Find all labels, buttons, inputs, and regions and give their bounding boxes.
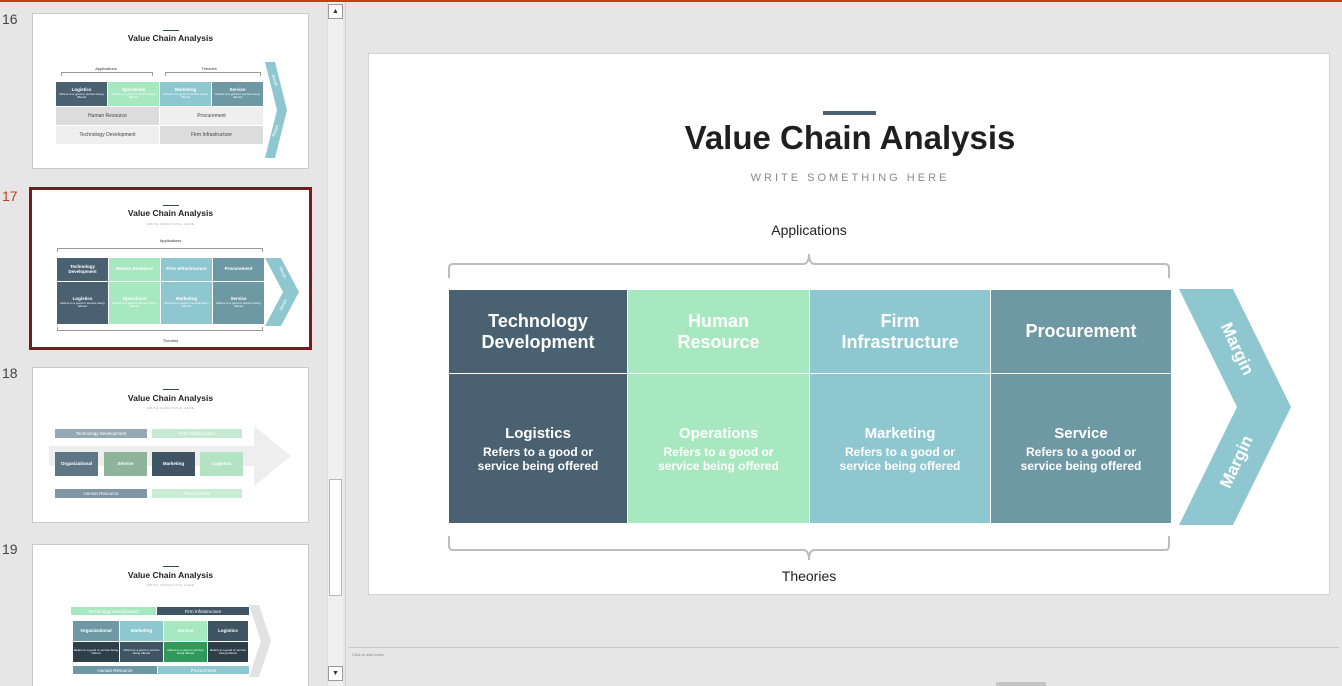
- thumb-cell: Refers to a good or service being offere…: [120, 642, 163, 662]
- cell-human-resource[interactable]: Human Resource: [628, 290, 809, 373]
- slide-thumbnail-19[interactable]: Value Chain Analysis WRITE SOMETHING HER…: [32, 544, 309, 686]
- slide-thumbnail-16[interactable]: Value Chain Analysis Applications Theori…: [32, 13, 309, 169]
- thumb-row: Procurement: [158, 666, 249, 674]
- thumb-margin-chevron: [249, 605, 271, 677]
- thumb-margin-chevron: [265, 62, 287, 158]
- thumb-cell: Organizational: [55, 452, 98, 476]
- thumb-cell: Refers to a good or service being offere…: [73, 642, 119, 662]
- scroll-up-button[interactable]: ▲: [328, 4, 343, 19]
- thumb-brace: [57, 248, 263, 252]
- margin-chevron[interactable]: [1177, 289, 1293, 525]
- title-bar-accent: [0, 0, 1342, 2]
- thumb-title-accent: [162, 205, 179, 206]
- slide-thumbnail-17[interactable]: Value Chain Analysis WRITE SOMETHING HER…: [29, 187, 312, 350]
- thumb-title: Value Chain Analysis: [127, 33, 214, 43]
- slide-canvas[interactable]: Value Chain Analysis WRITE SOMETHING HER…: [368, 53, 1330, 595]
- bottom-brace: [448, 536, 1170, 561]
- thumb-applications-label: Applications: [159, 238, 182, 243]
- slide-thumbnail-18[interactable]: Value Chain Analysis WRITE SOMETHING HER…: [32, 367, 309, 523]
- thumb-row: Firm Infrastructure: [152, 429, 242, 438]
- scroll-down-button[interactable]: ▼: [328, 666, 343, 681]
- slide-thumbnail-pane[interactable]: 16 Value Chain Analysis Applications The…: [0, 2, 345, 686]
- thumb-brace: [165, 72, 261, 76]
- slide-number: 19: [2, 541, 18, 557]
- thumb-title: Value Chain Analysis: [127, 570, 214, 580]
- applications-label[interactable]: Applications: [771, 222, 847, 238]
- thumb-theories-label: Theories: [162, 338, 179, 343]
- thumb-row: Firm Infrastructure: [157, 607, 249, 615]
- slide-editor-pane[interactable]: Value Chain Analysis WRITE SOMETHING HER…: [345, 2, 1342, 686]
- value-chain-grid: Technology Development Human Resource Fi…: [449, 290, 1171, 523]
- thumb-subtitle: WRITE SOMETHING HERE: [146, 222, 195, 226]
- cell-operations[interactable]: Operations Refers to a good or service b…: [628, 374, 809, 523]
- cell-logistics[interactable]: Logistics Refers to a good or service be…: [449, 374, 627, 523]
- thumb-cell: Refers to a good or service being offere…: [208, 642, 248, 662]
- thumbnail-scrollbar[interactable]: ▲ ▼: [327, 2, 343, 686]
- thumb-subtitle: WRITE SOMETHING HERE: [146, 583, 195, 587]
- notes-placeholder[interactable]: Click to add notes: [352, 652, 384, 657]
- thumb-cell: Procurement: [213, 258, 264, 281]
- cell-marketing[interactable]: Marketing Refers to a good or service be…: [810, 374, 990, 523]
- thumb-row: Technology Development: [71, 607, 156, 615]
- thumb-row: Firm Infrastructure: [160, 126, 263, 144]
- thumb-cell: Refers to a good or service being offere…: [164, 642, 207, 662]
- thumb-row: Human Resource: [56, 107, 159, 125]
- thumb-cell: Marketing: [120, 621, 163, 641]
- thumb-subtitle: WRITE SOMETHING HERE: [146, 406, 195, 410]
- thumb-row: Technology Development: [55, 429, 147, 438]
- thumb-title: Value Chain Analysis: [127, 208, 214, 218]
- theories-label[interactable]: Theories: [781, 568, 837, 584]
- scrollbar-thumb[interactable]: [329, 479, 342, 596]
- thumb-margin-chevron: [265, 258, 299, 326]
- thumb-cell: Service: [164, 621, 207, 641]
- thumb-cell: Firm Infrastructure: [161, 258, 212, 281]
- horizontal-scroll-thumb[interactable]: [996, 682, 1046, 686]
- thumb-row: Human Resource: [55, 489, 147, 498]
- thumb-row: Technology Development: [56, 126, 159, 144]
- thumb-cell: Human Resource: [109, 258, 160, 281]
- cell-procurement[interactable]: Procurement: [991, 290, 1171, 373]
- thumb-title-accent: [162, 389, 179, 390]
- title-accent-bar: [823, 111, 876, 115]
- top-brace: [448, 253, 1170, 278]
- cell-firm-infrastructure[interactable]: Firm Infrastructure: [810, 290, 990, 373]
- thumb-brace: [57, 327, 263, 331]
- thumb-cell: Marketing: [152, 452, 195, 476]
- thumb-applications-label: Applications: [95, 66, 117, 71]
- thumb-title: Value Chain Analysis: [127, 393, 214, 403]
- thumb-cell: Logistics: [200, 452, 243, 476]
- slide-number: 16: [2, 11, 18, 27]
- thumb-cell: Organizational: [73, 621, 119, 641]
- slide-title[interactable]: Value Chain Analysis: [684, 119, 1016, 156]
- thumb-cell: Service: [104, 452, 147, 476]
- thumb-title-accent: [162, 566, 179, 567]
- thumb-cell: Technology Development: [57, 258, 108, 281]
- thumb-row: Procurement: [152, 489, 242, 498]
- thumb-brace: [61, 72, 153, 76]
- thumb-row: Procurement: [160, 107, 263, 125]
- thumb-cell: Logistics: [208, 621, 248, 641]
- notes-divider[interactable]: [349, 647, 1339, 648]
- slide-subtitle[interactable]: WRITE SOMETHING HERE: [750, 172, 950, 184]
- slide-number: 18: [2, 365, 18, 381]
- thumb-title-accent: [162, 30, 179, 31]
- slide-number: 17: [2, 188, 18, 204]
- thumb-theories-label: Theories: [201, 66, 217, 71]
- cell-service[interactable]: Service Refers to a good or service bein…: [991, 374, 1171, 523]
- thumb-row: Human Resource: [73, 666, 157, 674]
- cell-technology-development[interactable]: Technology Development: [449, 290, 627, 373]
